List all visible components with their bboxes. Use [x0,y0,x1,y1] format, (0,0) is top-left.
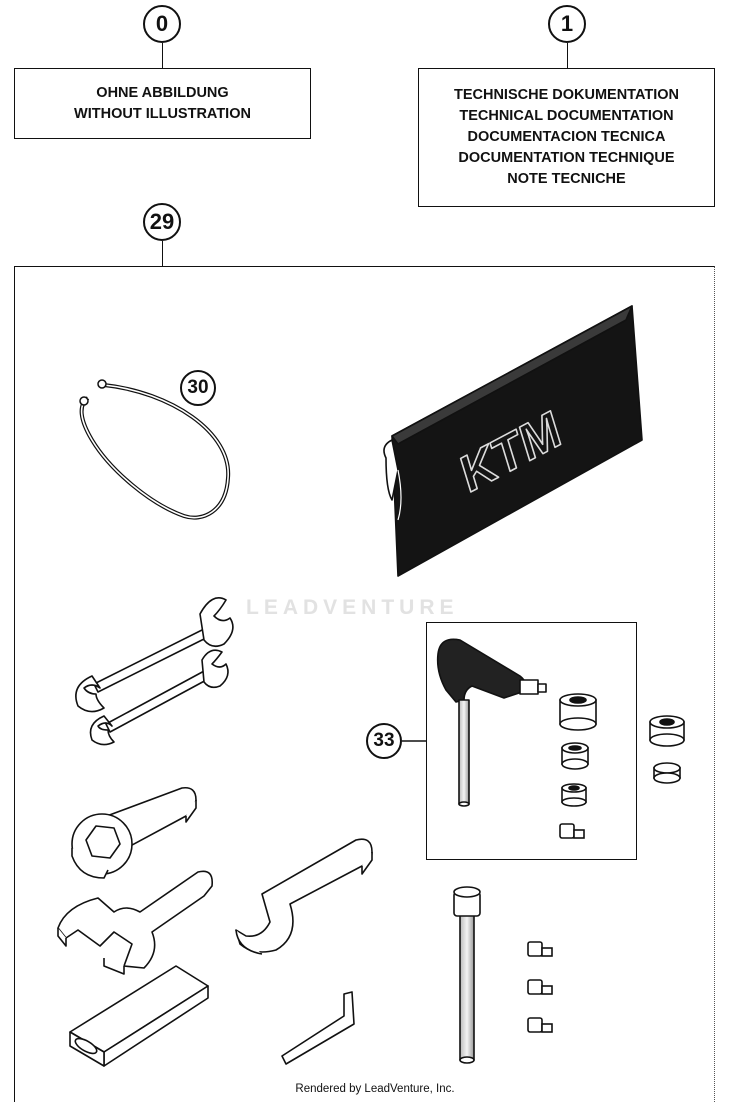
tool-kit-frame [14,266,715,1102]
bit-2[interactable] [527,979,553,995]
socket-set-box [426,622,637,860]
bit-1[interactable] [527,941,553,957]
socket-large[interactable] [559,693,597,731]
callout-33[interactable]: 33 [366,723,402,759]
rectangular-tube-tool[interactable] [69,965,209,1067]
callout-29[interactable]: 29 [143,203,181,241]
bit-3[interactable] [527,1017,553,1033]
hook-spanner[interactable] [235,838,373,955]
without-illustration-line-1: OHNE ABBILDUNG [96,84,229,101]
socket-bit[interactable] [559,823,585,839]
socket-set[interactable] [559,693,685,839]
callout-1[interactable]: 1 [548,5,586,43]
without-illustration-line-2: WITHOUT ILLUSTRATION [74,105,251,122]
watermark-text: LEADVENTURE [246,596,459,619]
without-illustration-box: OHNE ABBILDUNG WITHOUT ILLUSTRATION [14,68,311,139]
long-socket-driver[interactable] [453,886,481,1064]
socket-right-1[interactable] [649,715,685,747]
documentation-line-4: DOCUMENTATION TECHNIQUE [458,150,675,166]
allen-key[interactable] [281,991,355,1065]
documentation-line-1: TECHNISCHE DOKUMENTATION [453,87,679,103]
flat-open-end-wrench[interactable] [57,870,214,975]
callout-0[interactable]: 0 [143,5,181,43]
documentation-line-5: NOTE TECNICHE [507,171,626,187]
leader-line-29 [162,241,163,267]
socket-medium[interactable] [561,742,589,770]
socket-small[interactable] [561,783,587,807]
open-end-wrench-large[interactable] [75,597,234,713]
footer-credit: Rendered by LeadVenture, Inc. [295,1083,455,1095]
documentation-line-2: TECHNICAL DOCUMENTATION [459,108,674,124]
callout-30[interactable]: 30 [180,370,216,406]
socket-right-2[interactable] [653,762,681,784]
leader-line-1 [567,43,568,69]
open-end-wrench-small[interactable] [89,649,229,746]
tool-bag[interactable]: KTM [383,305,643,577]
leader-line-0 [162,43,163,69]
bit-set[interactable] [527,941,553,1033]
t-handle-wrench[interactable] [436,638,547,807]
documentation-line-3: DOCUMENTACION TECNICA [467,129,666,145]
cable-wire[interactable] [79,379,231,520]
hex-socket-wrench[interactable] [71,786,197,879]
documentation-box: TECHNISCHE DOKUMENTATION TECHNICAL DOCUM… [418,68,715,207]
